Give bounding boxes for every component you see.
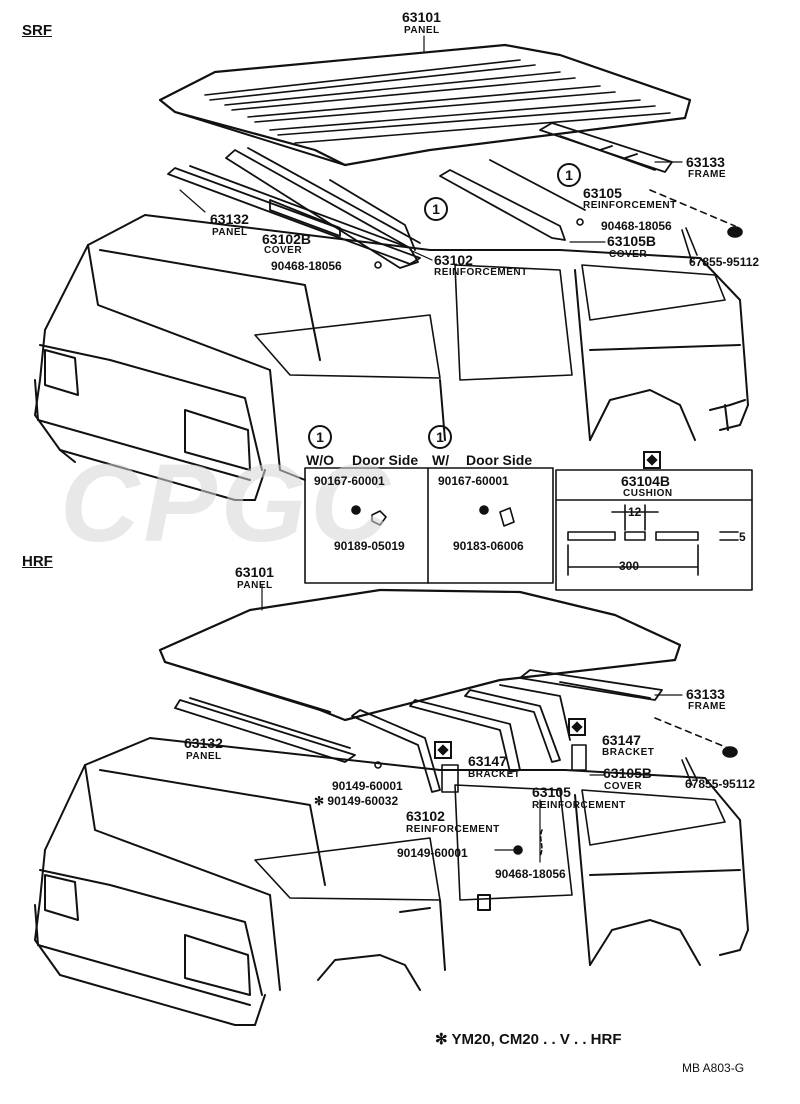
hrf-bracket-left-diamond-icon xyxy=(434,741,452,759)
srf-roof-panel xyxy=(158,43,692,167)
hrf-bracket-left-name: BRACKET xyxy=(468,769,521,780)
hrf-bolt-b[interactable]: ✻ 90149-60032 xyxy=(314,794,399,808)
detail-w-label: W/ xyxy=(432,452,450,468)
hrf-side-panel-name: PANEL xyxy=(186,751,222,762)
srf-frame-number[interactable]: 63133 xyxy=(686,154,725,170)
hrf-bracket-right-name: BRACKET xyxy=(602,747,655,758)
cushion-dim-5: 5 xyxy=(739,530,746,544)
reference-code: MB A803-G xyxy=(682,1061,745,1075)
hrf-reinforcement-a-number[interactable]: 63102 xyxy=(406,808,445,824)
cushion-dim-12: 12 xyxy=(628,505,642,519)
srf-side-panel-name: PANEL xyxy=(212,227,248,238)
hrf-bolt-d[interactable]: 90468-18056 xyxy=(495,867,566,881)
srf-cover-b-name: COVER xyxy=(609,249,648,260)
srf-reinforcements xyxy=(225,147,586,269)
footnote: ✻ YM20, CM20 . . V . . HRF xyxy=(435,1031,622,1048)
hrf-panel-name: PANEL xyxy=(237,580,273,591)
detail-door-side-b: Door Side xyxy=(466,452,533,468)
srf-cover-b-number[interactable]: 63105B xyxy=(607,233,657,249)
cushion-name: CUSHION xyxy=(623,488,673,499)
srf-panel-number[interactable]: 63101 xyxy=(402,9,441,25)
srf-reinforcement-b-number[interactable]: 63105 xyxy=(583,185,622,201)
section-title-srf: SRF xyxy=(22,22,52,39)
srf-side-panel-number[interactable]: 63132 xyxy=(210,211,249,227)
srf-van-body xyxy=(34,214,749,501)
hrf-bolt-a[interactable]: 90149-60001 xyxy=(332,779,403,793)
hrf-panel-number[interactable]: 63101 xyxy=(235,564,274,580)
detail-callout-1-left: 1 xyxy=(308,425,332,449)
hrf-reinforcement-b-number[interactable]: 63105 xyxy=(532,784,571,800)
srf-reinforcement-a-number[interactable]: 63102 xyxy=(434,252,473,268)
srf-hardware xyxy=(374,189,743,269)
srf-cover-a-number[interactable]: 63102B xyxy=(262,231,312,247)
hrf-frame-name: FRAME xyxy=(688,701,727,712)
srf-reinforcement-b-name: REINFORCEMENT xyxy=(583,200,677,211)
hrf-clip[interactable]: 67855-95112 xyxy=(685,777,756,791)
hrf-reinforcements xyxy=(351,684,571,793)
srf-side-panel xyxy=(167,165,421,265)
detail-boxes xyxy=(304,467,753,591)
srf-callout-1-left: 1 xyxy=(424,197,448,221)
hrf-roof-panel xyxy=(158,588,682,722)
detail-left-part-b[interactable]: 90189-05019 xyxy=(334,539,405,553)
detail-door-side-a: Door Side xyxy=(352,452,419,468)
cushion-diamond-icon xyxy=(643,451,661,469)
hrf-bracket-right-diamond-icon xyxy=(568,718,586,736)
cushion-number[interactable]: 63104B xyxy=(621,473,671,489)
detail-wo-label: W/O xyxy=(306,452,334,468)
hrf-leaders xyxy=(261,584,683,863)
hrf-frame xyxy=(519,669,663,701)
hrf-van-body xyxy=(34,737,749,1026)
cushion-dim-300: 300 xyxy=(619,559,640,573)
hrf-side-panel-number[interactable]: 63132 xyxy=(184,735,223,751)
hrf-bracket-left-number[interactable]: 63147 xyxy=(468,753,507,769)
srf-clip[interactable]: 67855-95112 xyxy=(689,255,760,269)
hrf-reinforcement-b-name: REINFORCEMENT xyxy=(532,800,626,811)
srf-panel-name: PANEL xyxy=(404,25,440,36)
srf-frame-name: FRAME xyxy=(688,169,727,180)
hrf-hardware xyxy=(374,717,738,857)
watermark: CPGC xyxy=(60,442,394,565)
section-title-hrf: HRF xyxy=(22,553,53,570)
srf-cover-a-name: COVER xyxy=(264,245,303,256)
srf-bolt-a[interactable]: 90468-18056 xyxy=(601,219,672,233)
detail-callout-1-right: 1 xyxy=(428,425,452,449)
detail-right-part-a[interactable]: 90167-60001 xyxy=(438,474,509,488)
srf-callout-1-right: 1 xyxy=(557,163,581,187)
srf-leaders xyxy=(179,35,683,261)
hrf-reinforcement-a-name: REINFORCEMENT xyxy=(406,824,500,835)
srf-reinforcement-a-name: REINFORCEMENT xyxy=(434,267,528,278)
hrf-cover-name: COVER xyxy=(604,781,643,792)
detail-left-part-a[interactable]: 90167-60001 xyxy=(314,474,385,488)
hrf-frame-number[interactable]: 63133 xyxy=(686,686,725,702)
hrf-side-panel xyxy=(174,697,356,763)
srf-bolt-b[interactable]: 90468-18056 xyxy=(271,259,342,273)
detail-right-part-b[interactable]: 90183-06006 xyxy=(453,539,524,553)
hrf-bolt-c[interactable]: 90149-60001 xyxy=(397,846,468,860)
srf-roof-frame xyxy=(539,122,673,173)
hrf-bracket-right-number[interactable]: 63147 xyxy=(602,732,641,748)
hrf-cover-number[interactable]: 63105B xyxy=(603,765,653,781)
